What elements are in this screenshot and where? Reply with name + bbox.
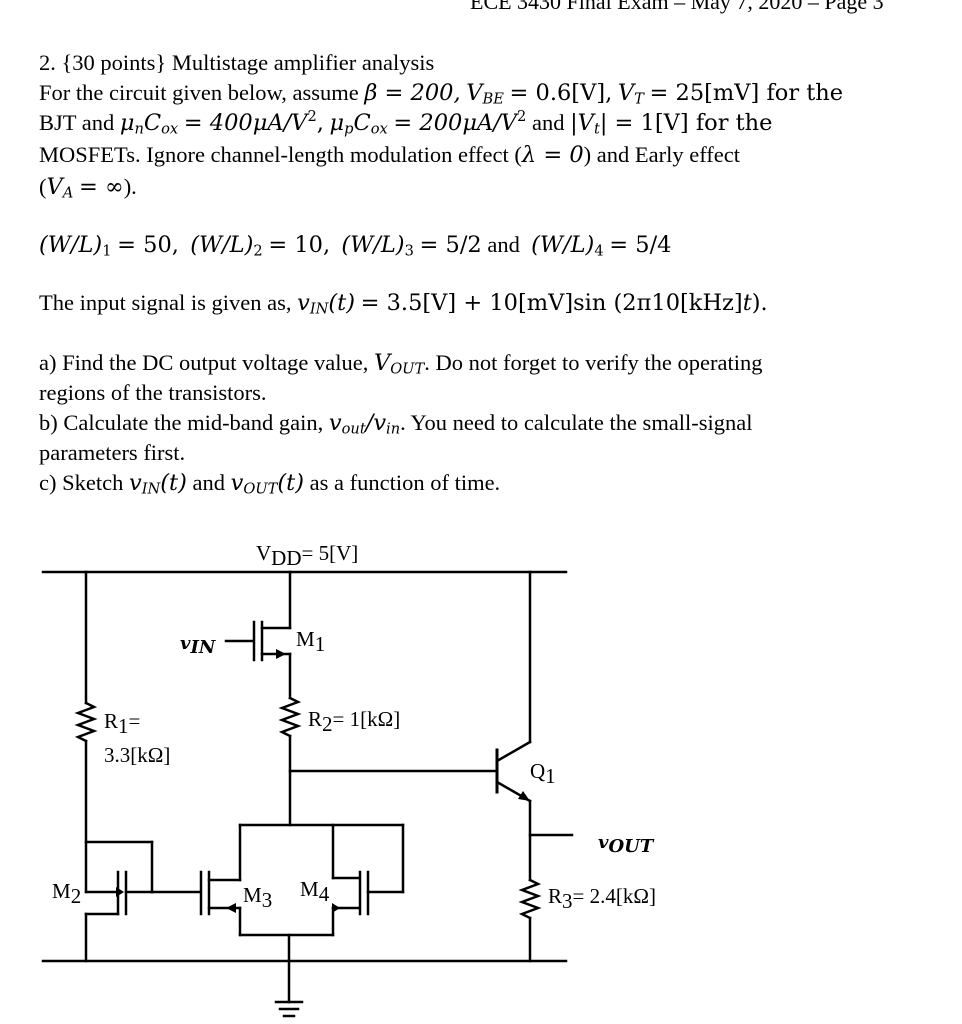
problem-points: {30 points} <box>61 50 167 75</box>
m1-arrow-icon <box>276 649 286 659</box>
r2-label: R2= 1[kΩ] <box>308 707 400 736</box>
m2-arrow-icon <box>116 887 124 897</box>
question-c: c) Sketch vIN(t) and vOUT(t) as a functi… <box>39 470 501 498</box>
q1-emitter-arrow-icon <box>518 791 530 801</box>
vdd-label: VDD= 5[V] <box>256 541 358 570</box>
question-a: a) Find the DC output voltage value, VOU… <box>39 350 763 378</box>
r1-resistor-icon <box>74 701 98 743</box>
circuit-diagram: VDD= 5[V] vIN M1 R1= 3.3[kΩ] R2= 1[kΩ] Q… <box>41 541 656 1018</box>
page-header: ECE 3430 Final Exam – May 7, 2020 – Page… <box>470 0 884 14</box>
intro-line-1: For the circuit given below, assume β = … <box>39 80 844 108</box>
question-b: b) Calculate the mid-band gain, vout/vin… <box>39 410 753 438</box>
q1-label: Q1 <box>530 759 556 788</box>
problem-number: 2. <box>39 50 56 75</box>
intro-line-3: MOSFETs. Ignore channel-length modulatio… <box>39 142 741 168</box>
intro-line-4: (VA = ∞). <box>39 174 137 202</box>
m4-arrow-icon <box>332 903 340 913</box>
question-a-cont: regions of the transistors. <box>39 380 267 405</box>
vin-label: vIN <box>180 633 217 658</box>
m3-arrow-icon <box>226 903 236 913</box>
r1-value: 3.3[kΩ] <box>104 743 170 767</box>
m4-label: M4 <box>300 877 330 906</box>
r2-resistor-icon <box>278 696 302 738</box>
wl-ratios: (W/L)1 = 50, (W/L)2 = 10, (W/L)3 = 5/2 a… <box>39 232 672 260</box>
r1-label: R1= <box>104 709 140 738</box>
intro-line-2: BJT and μnCox = 400μA/V2, μpCox = 200μA/… <box>39 108 773 138</box>
input-signal: The input signal is given as, vIN(t) = 3… <box>39 290 768 318</box>
r3-resistor-icon <box>518 878 542 920</box>
ground-icon <box>274 959 304 1018</box>
problem-heading: 2. {30 points} Multistage amplifier anal… <box>39 48 434 78</box>
problem-title: Multistage amplifier analysis <box>171 50 435 75</box>
r3-label: R3= 2.4[kΩ] <box>548 884 656 913</box>
question-b-cont: parameters first. <box>39 440 186 465</box>
m3-label: M3 <box>243 883 272 912</box>
vout-label: vOUT <box>598 832 655 857</box>
m1-label: M1 <box>296 627 325 656</box>
m2-label: M2 <box>52 879 81 908</box>
